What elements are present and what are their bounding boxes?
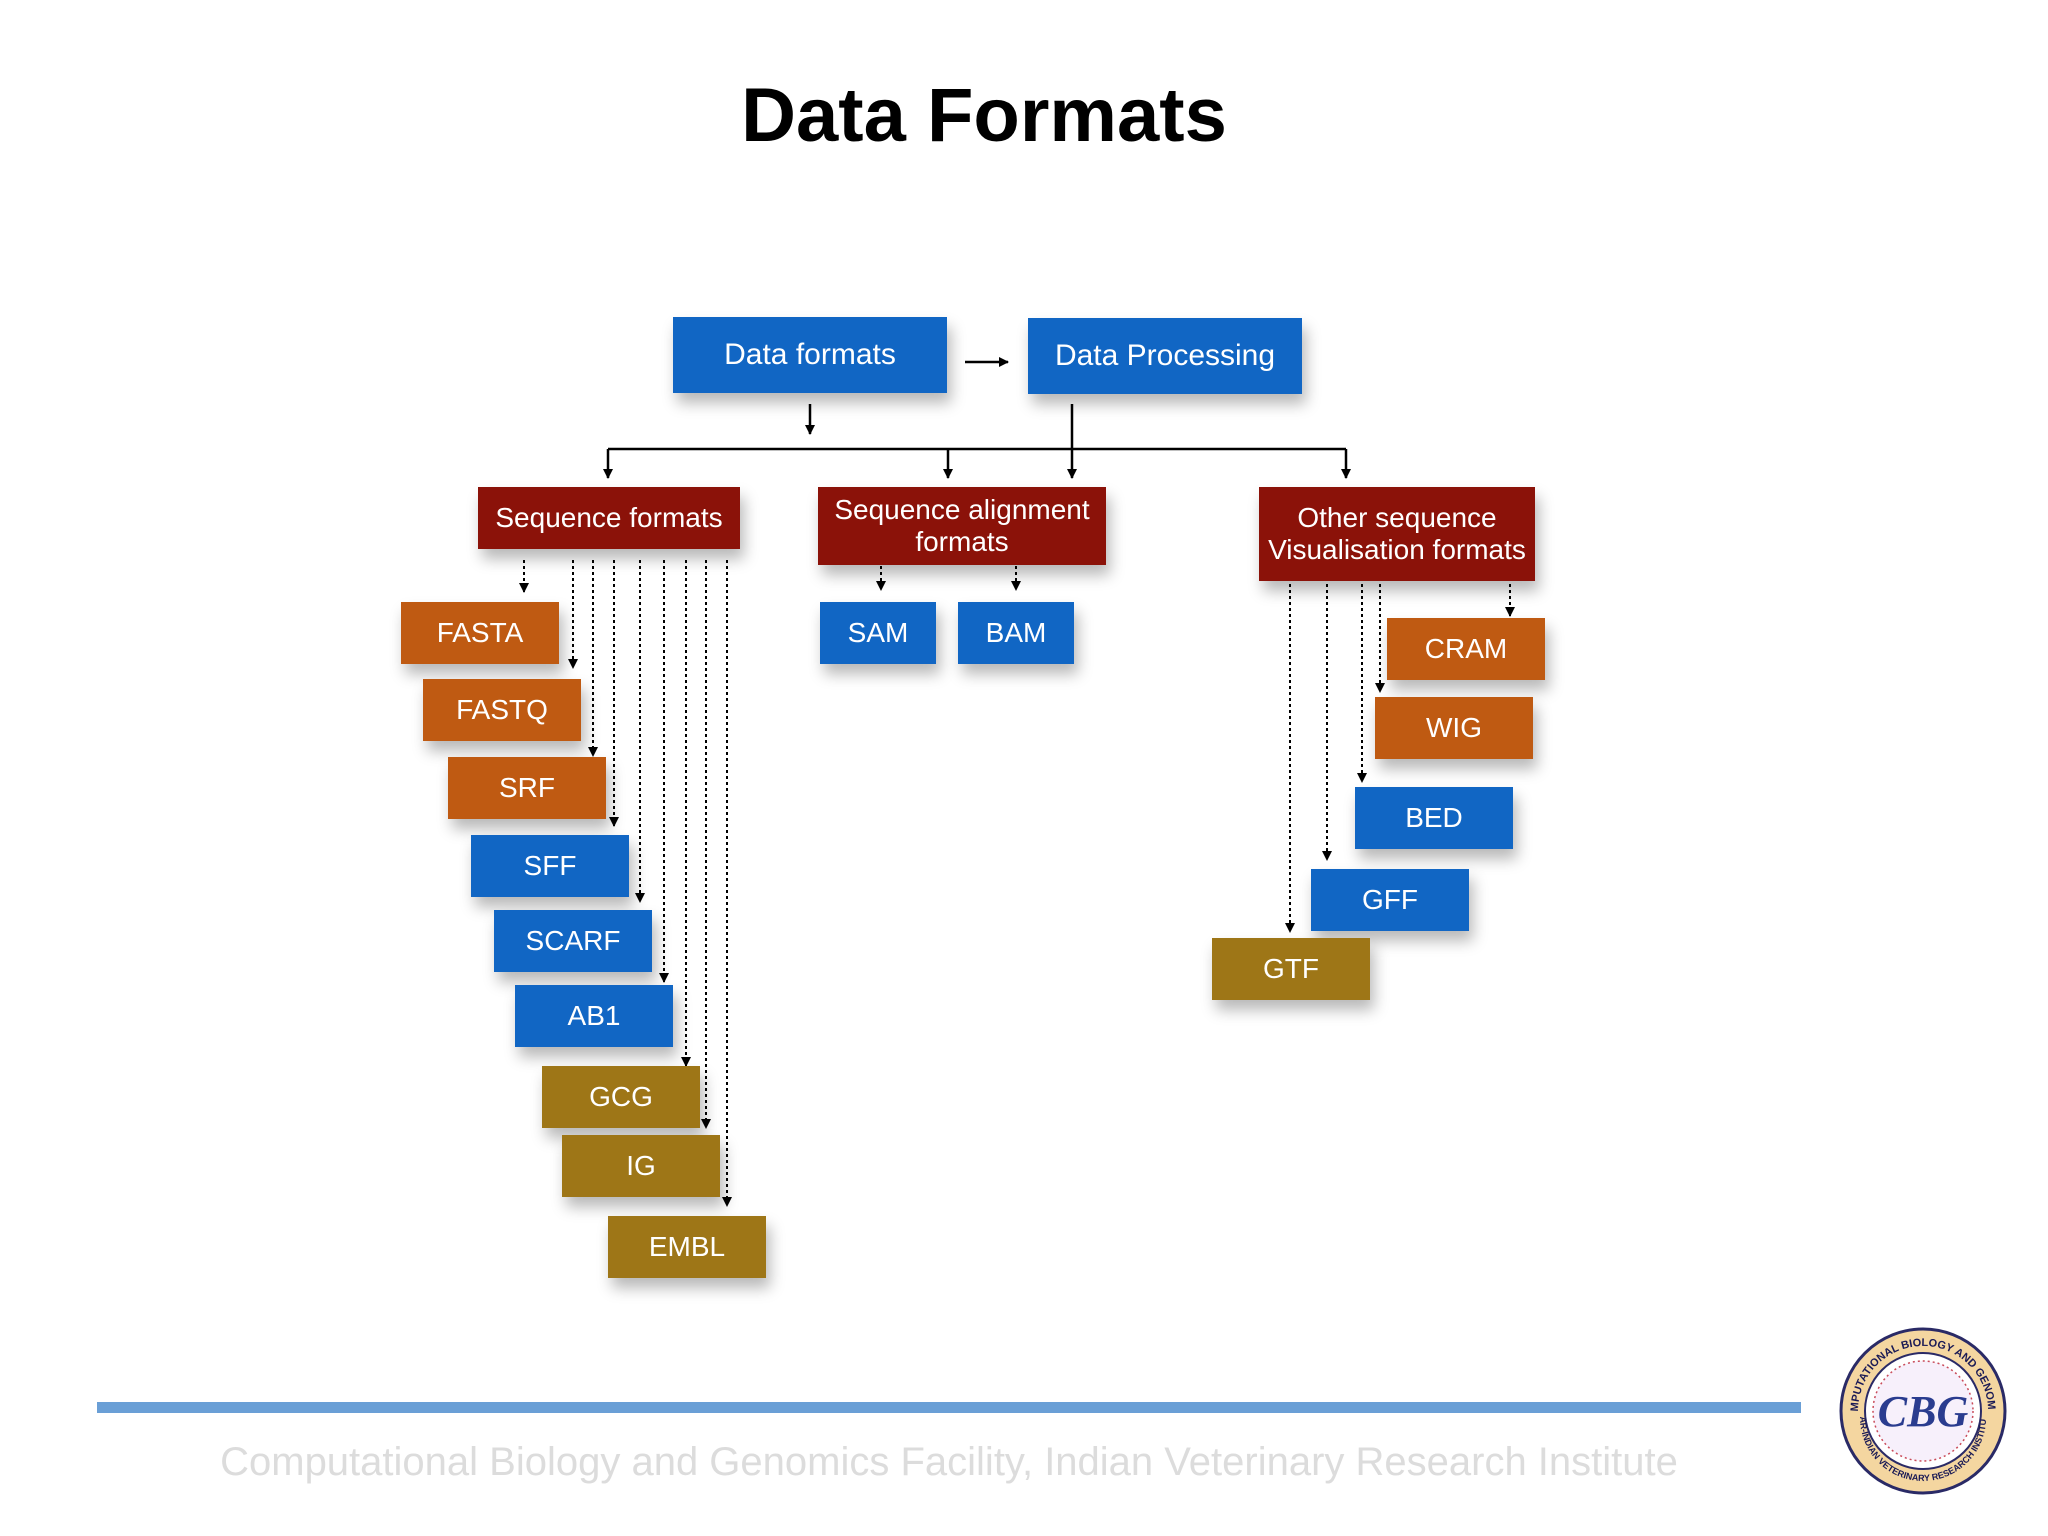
data-formats-box: Data formats bbox=[673, 317, 947, 393]
other-formats-label: Other sequence Visualisation formats bbox=[1268, 501, 1526, 565]
format-label: GCG bbox=[589, 1080, 653, 1112]
footer-divider bbox=[97, 1402, 1801, 1413]
footer-text: Computational Biology and Genomics Facil… bbox=[220, 1440, 1678, 1484]
other-formats-box: Other sequence Visualisation formats bbox=[1259, 487, 1535, 581]
format-label: CRAM bbox=[1424, 632, 1508, 664]
format-label: BAM bbox=[985, 616, 1047, 648]
format-label: FASTQ bbox=[456, 693, 548, 725]
format-label: WIG bbox=[1426, 711, 1482, 743]
format-label: GTF bbox=[1263, 952, 1319, 984]
sequence-formats-box: Sequence formats bbox=[478, 487, 740, 549]
format-label: BED bbox=[1405, 801, 1463, 833]
format-label: AB1 bbox=[567, 999, 621, 1031]
format-box-bed: BED bbox=[1355, 787, 1513, 849]
alignment-formats-box: Sequence alignment formats bbox=[818, 487, 1106, 565]
format-box-scarf: SCARF bbox=[494, 910, 652, 972]
format-label: IG bbox=[626, 1149, 656, 1181]
page-title: Data Formats bbox=[741, 73, 1227, 158]
format-label: SAM bbox=[847, 616, 909, 648]
sequence-formats-label: Sequence formats bbox=[495, 501, 723, 533]
data-processing-box: Data Processing bbox=[1028, 318, 1302, 394]
format-box-cram: CRAM bbox=[1387, 618, 1545, 680]
format-box-sff: SFF bbox=[471, 835, 629, 897]
format-box-gcg: GCG bbox=[542, 1066, 700, 1128]
format-label: GFF bbox=[1362, 883, 1418, 915]
format-box-fasta: FASTA bbox=[401, 602, 559, 664]
format-box-gff: GFF bbox=[1311, 869, 1469, 931]
format-label: SRF bbox=[499, 771, 555, 803]
format-box-ab1: AB1 bbox=[515, 985, 673, 1047]
format-label: SCARF bbox=[525, 924, 621, 956]
connector-lines bbox=[519, 357, 1515, 1207]
format-box-srf: SRF bbox=[448, 757, 606, 819]
format-box-gtf: GTF bbox=[1212, 938, 1370, 1000]
format-box-wig: WIG bbox=[1375, 697, 1533, 759]
cbg-monogram: CBG bbox=[1878, 1387, 1969, 1436]
cbg-logo: COMPUTATIONAL BIOLOGY AND GENOMICS ICAR-… bbox=[1838, 1326, 2007, 1495]
format-box-embl: EMBL bbox=[608, 1216, 766, 1278]
alignment-formats-label: Sequence alignment formats bbox=[834, 493, 1090, 557]
format-box-sam: SAM bbox=[820, 602, 936, 664]
format-box-bam: BAM bbox=[958, 602, 1074, 664]
format-label: EMBL bbox=[648, 1230, 726, 1262]
format-box-ig: IG bbox=[562, 1135, 720, 1197]
format-label: SFF bbox=[523, 849, 577, 881]
data-formats-label: Data formats bbox=[724, 337, 896, 371]
format-label: FASTA bbox=[436, 616, 524, 648]
format-box-fastq: FASTQ bbox=[423, 679, 581, 741]
data-processing-label: Data Processing bbox=[1054, 338, 1276, 372]
